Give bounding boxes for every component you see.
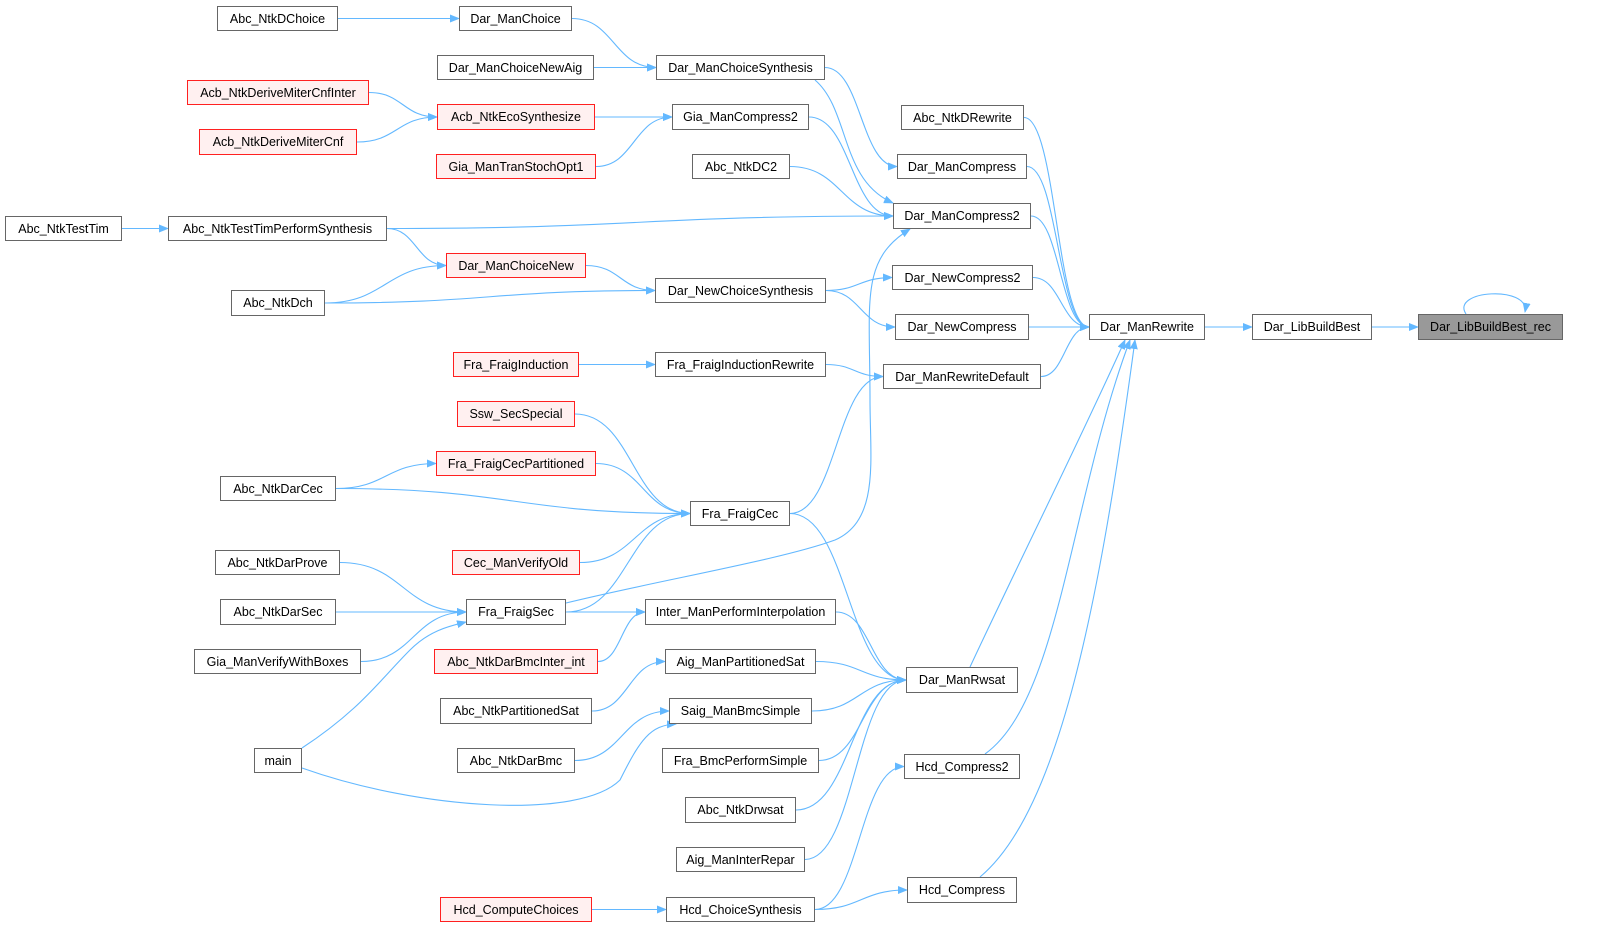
graph-node-Acb_NtkEcoSynthesize[interactable]: Acb_NtkEcoSynthesize <box>437 104 595 130</box>
graph-node-Fra_FraigCec[interactable]: Fra_FraigCec <box>690 501 790 526</box>
graph-node-Hcd_Compress2[interactable]: Hcd_Compress2 <box>904 754 1020 779</box>
call-edge-Dar_ManCompress2-to-Dar_ManRewrite <box>1030 215 1090 331</box>
call-edge-Acb_NtkDeriveMiterCnf-to-Acb_NtkEcoSynthesize <box>356 113 438 143</box>
call-edge-Hcd_Compress2-to-Dar_ManRewrite <box>984 339 1131 755</box>
graph-node-Ssw_SecSpecial[interactable]: Ssw_SecSpecial <box>457 401 575 427</box>
call-edge-main-to-Fra_FraigSec <box>301 620 467 749</box>
graph-node-Dar_ManChoiceNewAig[interactable]: Dar_ManChoiceNewAig <box>437 55 594 80</box>
call-edge-Abc_NtkDarCec-to-Fra_FraigCecPartitioned <box>335 459 437 490</box>
call-edge-Fra_FraigSec-to-Dar_ManCompress2 <box>565 228 911 604</box>
graph-node-Dar_ManCompress[interactable]: Dar_ManCompress <box>897 154 1027 179</box>
call-edge-Dar_ManChoiceSynthesis-to-Dar_ManCompress2 <box>814 79 894 204</box>
call-edge-Dar_NewChoiceSynthesis-to-Dar_NewCompress2 <box>825 273 893 292</box>
call-edge-Abc_NtkDC2-to-Dar_ManCompress2 <box>789 165 894 220</box>
graph-node-Cec_ManVerifyOld[interactable]: Cec_ManVerifyOld <box>452 550 580 575</box>
call-edge-Abc_NtkTestTimPerformSynthesis-to-Dar_ManChoiceNew <box>386 227 447 270</box>
graph-node-Abc_NtkDarBmcInter_int[interactable]: Abc_NtkDarBmcInter_int <box>434 649 598 674</box>
call-edge-Fra_FraigCec-to-Dar_ManRwsat <box>789 512 907 684</box>
graph-node-Aig_ManInterRepar[interactable]: Aig_ManInterRepar <box>676 847 805 872</box>
graph-node-Fra_BmcPerformSimple[interactable]: Fra_BmcPerformSimple <box>662 748 819 773</box>
graph-node-Dar_ManRewriteDefault[interactable]: Dar_ManRewriteDefault <box>883 364 1041 389</box>
call-edge-Saig_ManBmcSimple-to-Dar_ManRwsat <box>811 676 907 712</box>
call-edge-Dar_ManCompress-to-Dar_ManRewrite <box>1026 165 1090 331</box>
graph-node-Fra_FraigInductionRewrite[interactable]: Fra_FraigInductionRewrite <box>655 352 826 377</box>
graph-node-Acb_NtkDeriveMiterCnf[interactable]: Acb_NtkDeriveMiterCnf <box>199 129 357 155</box>
graph-node-Gia_ManCompress2[interactable]: Gia_ManCompress2 <box>672 104 809 130</box>
graph-node-Abc_NtkDarProve[interactable]: Abc_NtkDarProve <box>215 550 340 575</box>
call-edge-Dar_ManChoiceNew-to-Dar_NewChoiceSynthesis <box>585 264 656 295</box>
call-edge-Gia_ManTranStochOpt1-to-Gia_ManCompress2 <box>595 113 673 168</box>
graph-node-Abc_NtkTestTim[interactable]: Abc_NtkTestTim <box>5 216 122 241</box>
call-edge-Acb_NtkDeriveMiterCnfInter-to-Acb_NtkEcoSynthesize <box>368 91 438 121</box>
graph-node-Abc_NtkDC2[interactable]: Abc_NtkDC2 <box>692 154 790 179</box>
call-edge-Abc_NtkDarBmc-to-Saig_ManBmcSimple <box>574 707 670 762</box>
call-edge-Fra_FraigCecPartitioned-to-Fra_FraigCec <box>595 462 691 518</box>
graph-node-Abc_NtkTestTimPerformSynthesis[interactable]: Abc_NtkTestTimPerformSynthesis <box>168 216 387 241</box>
graph-node-Dar_NewCompress[interactable]: Dar_NewCompress <box>895 314 1029 340</box>
graph-node-Dar_LibBuildBest_rec[interactable]: Dar_LibBuildBest_rec <box>1418 314 1563 340</box>
graph-node-Fra_FraigCecPartitioned[interactable]: Fra_FraigCecPartitioned <box>436 451 596 476</box>
call-edge-Abc_NtkTestTimPerformSynthesis-to-Dar_ManCompress2 <box>386 212 894 230</box>
call-edge-Dar_ManChoice-to-Dar_ManChoiceSynthesis <box>571 17 657 72</box>
call-edge-Gia_ManCompress2-to-Dar_ManCompress2 <box>808 116 894 220</box>
graph-node-Gia_ManTranStochOpt1[interactable]: Gia_ManTranStochOpt1 <box>436 154 596 179</box>
call-edge-Fra_FraigCec-to-Dar_ManRewriteDefault <box>789 372 884 515</box>
graph-node-Inter_ManPerformInterpolation[interactable]: Inter_ManPerformInterpolation <box>645 599 836 625</box>
call-edge-Ssw_SecSpecial-to-Fra_FraigCec <box>574 413 691 518</box>
graph-node-Abc_NtkDarCec[interactable]: Abc_NtkDarCec <box>220 476 336 501</box>
call-edge-Dar_ManRewriteDefault-to-Dar_ManRewrite <box>1040 323 1090 378</box>
call-edge-Cec_ManVerifyOld-to-Fra_FraigCec <box>579 509 691 564</box>
call-edge-Aig_ManInterRepar-to-Dar_ManRwsat <box>804 676 907 861</box>
call-edge-main-to-Saig_ManBmcSimple <box>301 720 677 806</box>
graph-node-Abc_NtkDChoice[interactable]: Abc_NtkDChoice <box>217 6 338 31</box>
call-edge-Abc_NtkPartitionedSat-to-Aig_ManPartitionedSat <box>591 657 666 712</box>
graph-node-Dar_ManRewrite[interactable]: Dar_ManRewrite <box>1089 314 1205 340</box>
graph-node-Dar_NewChoiceSynthesis[interactable]: Dar_NewChoiceSynthesis <box>655 278 826 303</box>
graph-node-Abc_NtkDRewrite[interactable]: Abc_NtkDRewrite <box>901 105 1024 130</box>
graph-node-Abc_NtkDarSec[interactable]: Abc_NtkDarSec <box>220 599 336 625</box>
graph-node-Fra_FraigInduction[interactable]: Fra_FraigInduction <box>453 352 579 377</box>
call-edge-Abc_NtkDarProve-to-Fra_FraigSec <box>339 561 467 616</box>
graph-node-Abc_NtkDch[interactable]: Abc_NtkDch <box>231 290 325 316</box>
call-edge-Abc_NtkDch-to-Dar_ManChoiceNew <box>324 261 447 304</box>
graph-node-Abc_NtkDrwsat[interactable]: Abc_NtkDrwsat <box>685 797 796 823</box>
call-edge-Dar_ManChoiceSynthesis-to-Dar_ManCompress <box>824 66 898 171</box>
graph-node-Dar_ManChoiceSynthesis[interactable]: Dar_ManChoiceSynthesis <box>656 55 825 80</box>
call-edge-Dar_LibBuildBest_rec-to-Dar_LibBuildBest_rec <box>1463 293 1531 315</box>
call-edge-Abc_NtkDarBmcInter_int-to-Inter_ManPerformInterpolation <box>597 608 646 663</box>
graph-node-Abc_NtkDarBmc[interactable]: Abc_NtkDarBmc <box>457 748 575 773</box>
call-edge-Hcd_ChoiceSynthesis-to-Hcd_Compress <box>814 886 908 911</box>
call-edge-Inter_ManPerformInterpolation-to-Dar_ManRwsat <box>835 611 907 684</box>
graph-node-Abc_NtkPartitionedSat[interactable]: Abc_NtkPartitionedSat <box>440 698 592 724</box>
graph-node-Fra_FraigSec[interactable]: Fra_FraigSec <box>466 599 566 625</box>
call-edge-Dar_ManRwsat-to-Dar_ManRewrite <box>969 339 1126 668</box>
call-edge-Fra_FraigInductionRewrite-to-Dar_ManRewriteDefault <box>825 363 884 381</box>
graph-node-Hcd_ChoiceSynthesis[interactable]: Hcd_ChoiceSynthesis <box>666 897 815 922</box>
call-edge-Dar_NewChoiceSynthesis-to-Dar_NewCompress <box>825 289 896 331</box>
call-edge-Abc_NtkDarCec-to-Fra_FraigCec <box>335 487 691 518</box>
graph-node-Aig_ManPartitionedSat[interactable]: Aig_ManPartitionedSat <box>665 649 816 674</box>
graph-node-Dar_ManCompress2[interactable]: Dar_ManCompress2 <box>893 203 1031 229</box>
call-edge-Abc_NtkDrwsat-to-Dar_ManRwsat <box>795 676 907 811</box>
call-edge-Hcd_Compress-to-Dar_ManRewrite <box>979 339 1138 878</box>
graph-node-Gia_ManVerifyWithBoxes[interactable]: Gia_ManVerifyWithBoxes <box>194 649 361 674</box>
graph-node-Saig_ManBmcSimple[interactable]: Saig_ManBmcSimple <box>669 698 812 724</box>
graph-node-Dar_ManChoice[interactable]: Dar_ManChoice <box>459 6 572 31</box>
call-edge-Hcd_ChoiceSynthesis-to-Hcd_Compress2 <box>814 762 905 911</box>
graph-node-Dar_ManRwsat[interactable]: Dar_ManRwsat <box>906 667 1018 693</box>
call-edge-Fra_FraigSec-to-Fra_FraigCec <box>565 509 691 613</box>
call-edge-Abc_NtkDch-to-Dar_NewChoiceSynthesis <box>324 286 656 304</box>
graph-node-Hcd_Compress[interactable]: Hcd_Compress <box>907 877 1017 903</box>
graph-node-main[interactable]: main <box>254 748 302 773</box>
call-edge-Abc_NtkDRewrite-to-Dar_ManRewrite <box>1023 116 1090 331</box>
graph-node-Acb_NtkDeriveMiterCnfInter[interactable]: Acb_NtkDeriveMiterCnfInter <box>187 80 369 105</box>
graph-node-Dar_ManChoiceNew[interactable]: Dar_ManChoiceNew <box>446 253 586 278</box>
graph-node-Hcd_ComputeChoices[interactable]: Hcd_ComputeChoices <box>440 897 592 922</box>
call-edge-Gia_ManVerifyWithBoxes-to-Fra_FraigSec <box>360 608 467 663</box>
call-edge-Dar_NewCompress2-to-Dar_ManRewrite <box>1032 276 1090 331</box>
call-edge-Aig_ManPartitionedSat-to-Dar_ManRwsat <box>815 660 907 684</box>
graph-node-Dar_NewCompress2[interactable]: Dar_NewCompress2 <box>892 265 1033 290</box>
graph-node-Dar_LibBuildBest[interactable]: Dar_LibBuildBest <box>1252 314 1372 340</box>
